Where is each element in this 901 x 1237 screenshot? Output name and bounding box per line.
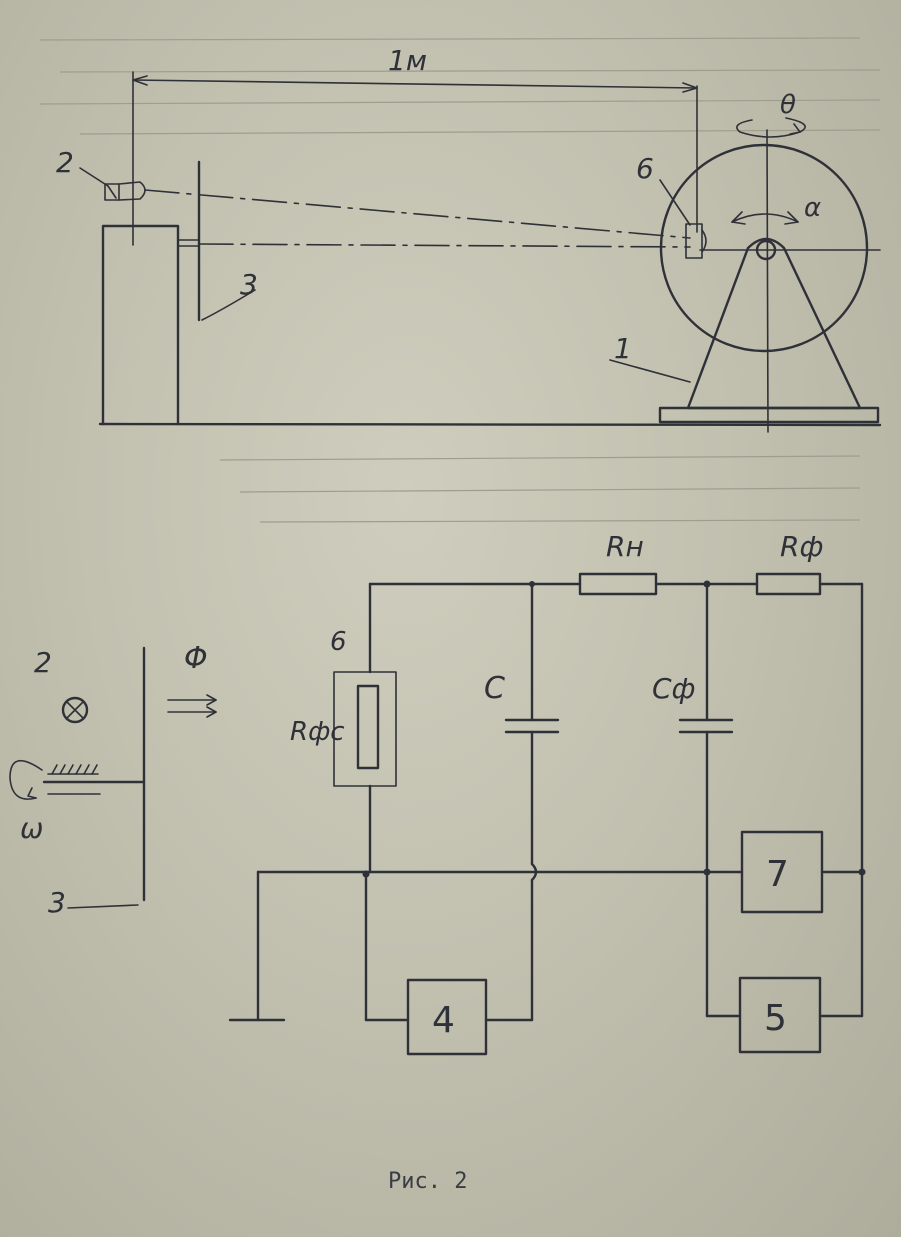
lamp-symbol-label: 2	[34, 646, 52, 679]
sensor-label-bottom: 6	[330, 627, 347, 657]
block-5-label: 5	[764, 998, 787, 1039]
sensor-icon	[685, 223, 707, 259]
distance-dimension: 1м	[132, 44, 698, 246]
block-7-label: 7	[766, 854, 789, 895]
rotation-alpha-label: α	[804, 193, 821, 223]
rotation-omega-icon	[9, 760, 43, 800]
lamp-symbol-icon	[61, 696, 89, 724]
rotation-theta-icon	[736, 117, 806, 138]
rotating-disc	[659, 143, 869, 353]
flux-arrows-icon	[167, 694, 217, 718]
capacitor-label: C	[484, 671, 505, 706]
rotation-theta-label: θ	[780, 90, 796, 120]
block-5	[738, 976, 822, 1054]
screen-label: 3	[240, 268, 258, 301]
stand-label: 1	[614, 332, 632, 365]
rotation-alpha-icon	[731, 211, 799, 225]
block-7	[740, 830, 824, 914]
top-diagram: 1м 2 3 θ	[56, 44, 882, 433]
capacitor-c	[504, 718, 560, 734]
distance-label: 1м	[388, 44, 427, 77]
block-4-label: 4	[432, 1000, 455, 1041]
lamp-label: 2	[56, 146, 74, 179]
filter-resistor	[755, 572, 822, 596]
photoresistor-sensor	[333, 671, 397, 787]
figure-caption: Рис. 2	[388, 1169, 467, 1194]
baseline	[98, 422, 882, 427]
circuit-wires	[228, 580, 866, 1022]
load-resistor-label: Rн	[606, 530, 644, 563]
disc-support-stand	[658, 237, 880, 424]
block-4	[406, 978, 488, 1056]
screen-label-bottom: 3	[48, 886, 66, 919]
lamp-icon	[104, 181, 146, 201]
sensor-label-top: 6	[636, 152, 654, 185]
lamp-pedestal	[101, 224, 180, 426]
load-resistor	[578, 572, 658, 596]
bottom-diagram: 2 ω 3 Φ	[9, 530, 866, 1056]
background-text-bleed	[39, 37, 881, 523]
omega-label: ω	[20, 812, 43, 845]
filter-resistor-label: Rф	[780, 530, 823, 563]
light-ray-axis	[198, 243, 691, 248]
flux-label: Φ	[184, 641, 208, 676]
vertical-axis	[766, 129, 769, 433]
light-ray-upper	[144, 189, 691, 239]
filter-capacitor	[678, 718, 734, 734]
photoresistor-label: Rфс	[290, 717, 345, 747]
filter-capacitor-label: Cф	[652, 672, 696, 705]
